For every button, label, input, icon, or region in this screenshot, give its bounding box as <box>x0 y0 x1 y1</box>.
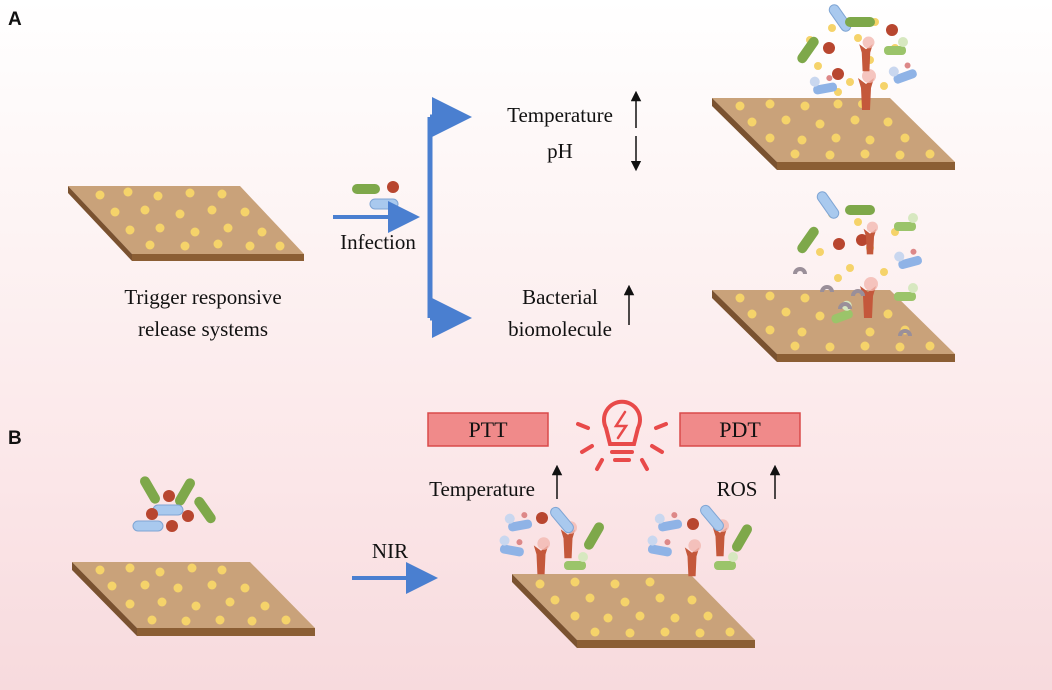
source-caption-line2: release systems <box>138 317 268 341</box>
branch-bottom-line1: Bacterial <box>522 285 598 309</box>
released-cluster-bottom <box>793 189 923 336</box>
killed-bacteria-cluster-b <box>497 502 754 577</box>
result-plate-top <box>712 98 955 170</box>
source-caption-line1: Trigger responsive <box>124 285 281 309</box>
branch-top-line2: pH <box>547 139 573 163</box>
pdt-box <box>679 412 801 447</box>
ptt-box <box>427 412 549 447</box>
released-cluster-top <box>795 2 918 110</box>
bacteria-cluster-b <box>132 474 218 532</box>
result-plate-b <box>512 574 755 648</box>
source-plate-a <box>68 186 304 261</box>
branch-bracket <box>427 97 472 338</box>
nir-label: NIR <box>372 539 408 563</box>
pdt-label: PDT <box>719 417 761 442</box>
panel-b-letter: B <box>8 428 22 449</box>
branch-top-line1: Temperature <box>507 103 613 127</box>
infection-bacteria <box>352 181 399 210</box>
infection-label: Infection <box>340 230 416 254</box>
right-effect-label: ROS <box>717 477 758 501</box>
source-plate-b <box>72 562 315 636</box>
ptt-label: PTT <box>468 417 508 442</box>
branch-bottom-line2: biomolecule <box>508 317 612 341</box>
lightbulb-icon <box>576 399 668 471</box>
result-plate-bottom <box>712 290 955 362</box>
panel-a-letter: A <box>8 9 22 30</box>
left-effect-label: Temperature <box>429 477 535 501</box>
